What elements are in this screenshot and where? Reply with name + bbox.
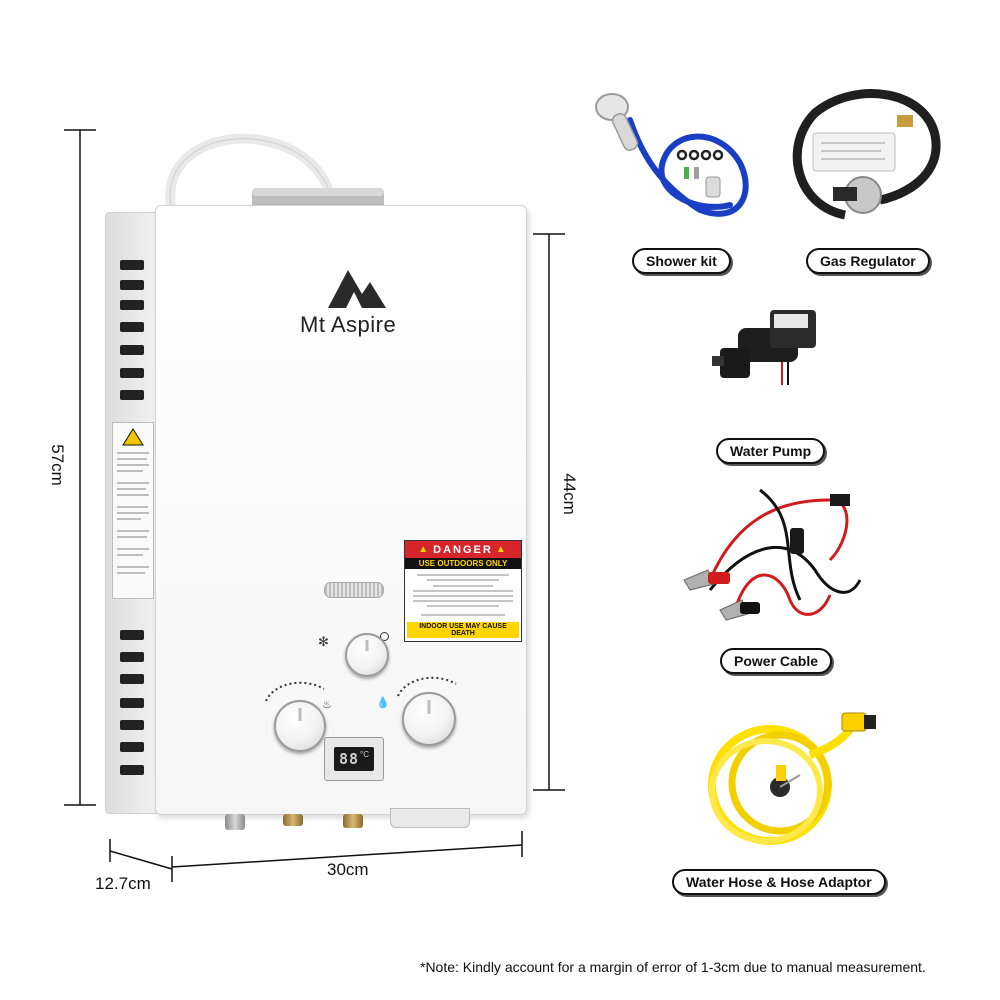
danger-title: DANGER — [433, 543, 493, 556]
power-cable-image — [683, 488, 862, 621]
knob-scale-right — [397, 676, 457, 697]
measurement-note: *Note: Kindly account for a margin of er… — [420, 959, 926, 975]
accessory-label-shower-kit: Shower kit — [632, 248, 731, 274]
snowflake-icon: ✻ — [318, 634, 329, 649]
danger-header: ▲ DANGER ▲ — [405, 541, 521, 558]
vent-slot — [120, 720, 144, 730]
top-control-knob[interactable] — [345, 633, 389, 677]
temperature-display: 88 °C — [324, 737, 384, 781]
warning-triangle-icon: ▲ — [495, 544, 508, 555]
vent-slot — [120, 322, 144, 332]
gas-control-knob[interactable] — [274, 700, 326, 752]
accessory-label-water-pump: Water Pump — [716, 438, 826, 464]
accessory-label-gas-regulator: Gas Regulator — [806, 248, 930, 274]
water-pump-image — [712, 310, 816, 385]
water-control-knob[interactable] — [402, 692, 456, 746]
danger-text-lines — [413, 574, 513, 616]
vent-slot — [120, 742, 144, 752]
vent-slot — [120, 390, 144, 400]
vent-slot — [120, 652, 144, 662]
flame-icon: ♨ — [322, 699, 332, 711]
circle-mark-icon — [380, 632, 389, 641]
brand-name: Mt Aspire — [300, 312, 397, 337]
knob-scale-left — [265, 681, 325, 702]
battery-box — [390, 808, 470, 828]
display-reading: 88 — [338, 750, 360, 768]
vent-slot — [120, 698, 144, 708]
side-warning-label — [112, 422, 154, 599]
vent-slot — [120, 674, 144, 684]
danger-label: ▲ DANGER ▲ USE OUTDOORS ONLY INDOOR USE … — [404, 540, 522, 642]
pipe-fitting — [343, 814, 363, 828]
vent-slot — [120, 368, 144, 378]
gas-regulator-image — [792, 89, 941, 220]
side-label-lines — [117, 428, 149, 574]
vent-slot — [120, 765, 144, 775]
accessory-label-power-cable: Power Cable — [720, 648, 833, 674]
pipe-fitting — [225, 814, 245, 830]
shower-kit-image — [595, 93, 749, 217]
water-drop-icon: 💧 — [376, 697, 390, 709]
accessory-label-water-hose: Water Hose & Hose Adaptor — [672, 869, 886, 895]
dimension-height-total: 57cm — [47, 444, 67, 486]
dimension-width: 30cm — [327, 860, 369, 879]
warning-triangle-icon: ▲ — [418, 544, 431, 555]
vent-slot — [120, 630, 144, 640]
water-heater: Mt Aspire ▲ DANGER ▲ USE OUTDOORS ONLY I… — [100, 120, 530, 840]
vent-slot — [120, 300, 144, 310]
pipe-fitting — [283, 814, 303, 826]
vent-slot — [120, 345, 144, 355]
brand-logo-icon — [328, 270, 386, 308]
water-hose-image — [708, 712, 876, 845]
dimension-depth: 12.7cm — [95, 874, 151, 893]
pilot-window — [324, 582, 384, 598]
danger-footer: INDOOR USE MAY CAUSE DEATH — [407, 622, 519, 638]
danger-subtitle: USE OUTDOORS ONLY — [405, 558, 521, 569]
vent-slot — [120, 280, 144, 290]
dimension-height-body: 44cm — [559, 473, 579, 515]
display-unit: °C — [360, 750, 370, 759]
vent-slot — [120, 260, 144, 270]
